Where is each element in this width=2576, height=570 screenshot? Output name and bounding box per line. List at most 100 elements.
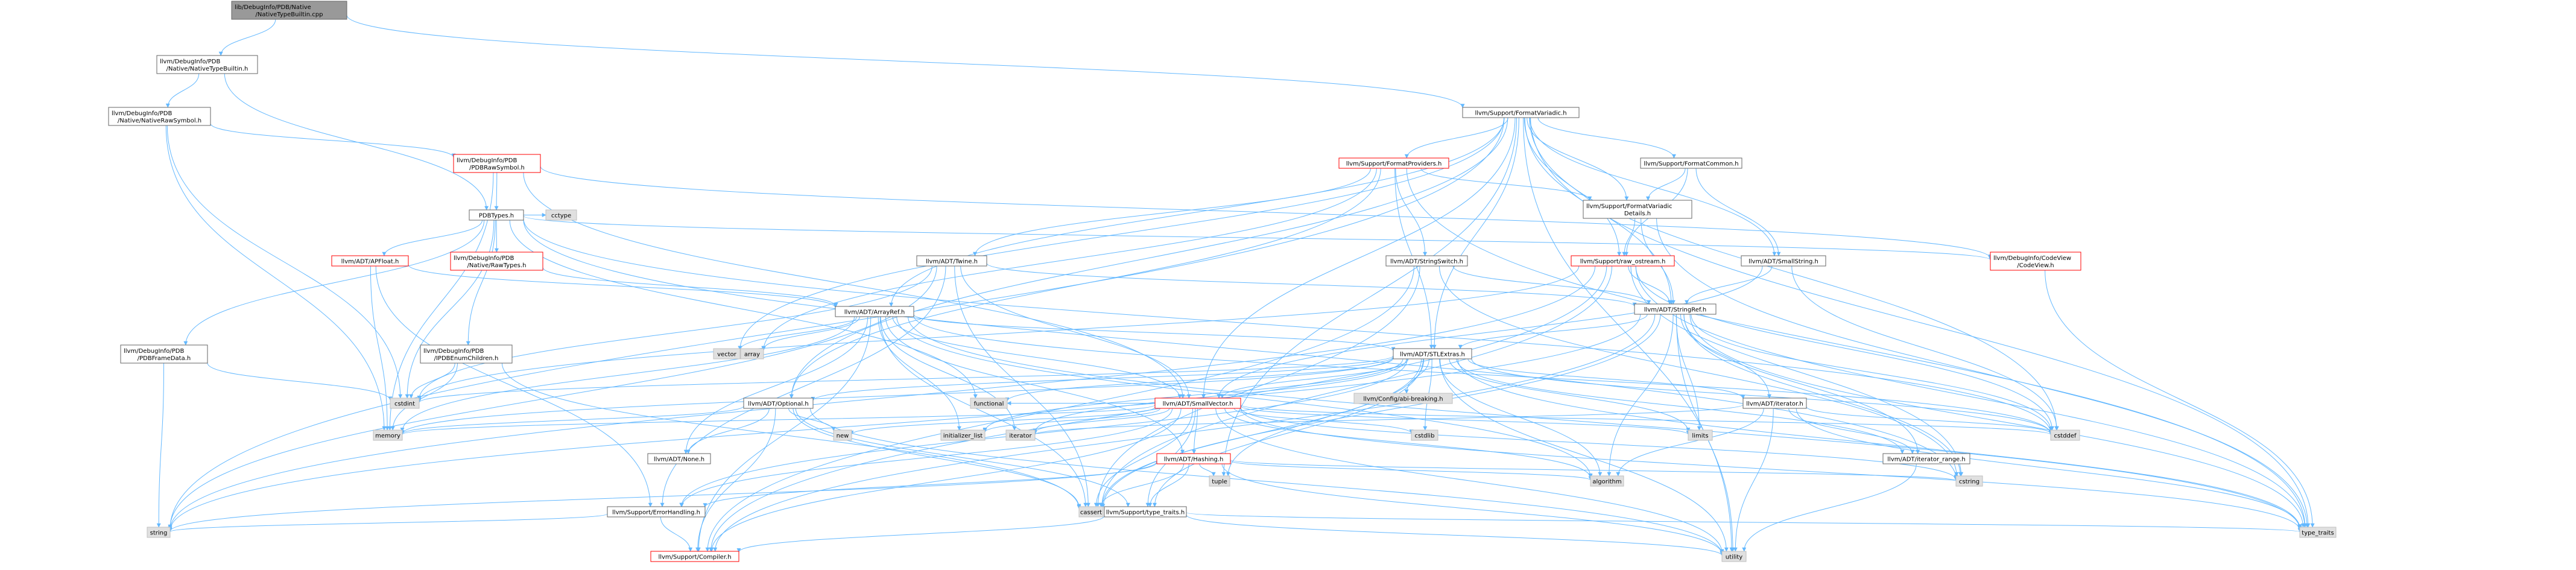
node-tt[interactable]: llvm/Support/type_traits.h <box>1104 506 1187 518</box>
node-sr[interactable]: llvm/ADT/StringRef.h <box>1634 303 1717 315</box>
edge-ar-to-cstddef <box>913 315 2053 434</box>
edge-fv-to-ar <box>889 117 1505 307</box>
edge-root-to-fv <box>346 14 1465 109</box>
node-cctype-label-0: cctype <box>551 213 571 220</box>
node-none[interactable]: llvm/ADT/None.h <box>647 453 711 464</box>
edge-twine-to-sr <box>986 262 1637 307</box>
node-sstr[interactable]: llvm/ADT/SmallString.h <box>1741 255 1826 267</box>
node-pfd[interactable]: llvm/DebugInfo/PDB/PDBFrameData.h <box>120 344 208 364</box>
edge-stl-to-memory <box>400 356 1394 435</box>
node-iter-label-0: llvm/ADT/iterator.h <box>1746 401 1803 408</box>
edge-fvd-to-ro <box>1622 218 1636 256</box>
edge-sr-to-algorithm <box>1607 314 1674 477</box>
edge-pdbt-to-pfd <box>183 220 485 346</box>
edge-stl-to-sv <box>1220 358 1409 399</box>
node-ntb[interactable]: llvm/DebugInfo/PDB/Native/NativeTypeBuil… <box>156 55 258 74</box>
node-fp[interactable]: llvm/Support/FormatProviders.h <box>1338 157 1449 169</box>
node-iter[interactable]: llvm/ADT/iterator.h <box>1742 397 1807 409</box>
node-cv-label-0: llvm/DebugInfo/CodeView <box>1993 255 2071 262</box>
node-comp[interactable]: llvm/Support/Compiler.h <box>650 551 739 562</box>
node-opt-label-0: llvm/ADT/Optional.h <box>748 401 808 408</box>
graph-nodes: lib/DebugInfo/PDB/Native/NativeTypeBuilt… <box>108 1 2337 562</box>
edge-ar-to-none <box>683 316 869 454</box>
edge-ar-to-comp <box>696 316 872 552</box>
node-cstring-box <box>1955 475 1983 487</box>
edge-ro-to-sr <box>1628 265 1672 305</box>
edge-ss-to-cstring <box>1438 265 1959 477</box>
edge-fvd-to-typetraits <box>1656 218 2309 528</box>
node-utility-box <box>1721 551 1747 562</box>
node-nrs[interactable]: llvm/DebugInfo/PDB/Native/NativeRawSymbo… <box>108 107 211 126</box>
node-nrt[interactable]: llvm/DebugInfo/PDB/Native/RawTypes.h <box>450 252 543 271</box>
edge-sv-to-limits <box>1240 405 1691 435</box>
edge-fp-to-fvd <box>1420 168 1592 201</box>
node-ntb-label-0: llvm/DebugInfo/PDB <box>160 59 220 65</box>
edge-tt-to-utility <box>1186 515 1724 556</box>
edge-apf-to-eh <box>375 265 653 507</box>
edge-fv-to-stl <box>1432 117 1519 349</box>
edge-sv-to-hash <box>1192 408 1198 454</box>
edge-eh-to-string <box>168 513 608 533</box>
node-ro-box <box>1571 255 1675 267</box>
edge-stl-to-tt <box>1152 358 1424 507</box>
node-limits-label-0: limits <box>1692 433 1708 440</box>
node-fc[interactable]: llvm/Support/FormatCommon.h <box>1640 157 1742 169</box>
node-sv[interactable]: llvm/ADT/SmallVector.h <box>1154 397 1241 409</box>
node-pec[interactable]: llvm/DebugInfo/PDB/IPDBEnumChildren.h <box>420 344 513 364</box>
edge-sv-to-utility <box>1215 408 1724 554</box>
node-pdbt[interactable]: PDBTypes.h <box>469 209 524 221</box>
node-init-box <box>940 429 986 441</box>
node-pfd-label-1: /PDBFrameData.h <box>138 355 191 362</box>
node-eh[interactable]: llvm/Support/ErrorHandling.h <box>607 506 706 518</box>
node-ir[interactable]: llvm/ADT/iterator_range.h <box>1882 453 1970 464</box>
edge-ss-to-sr <box>1452 265 1651 305</box>
node-ss[interactable]: llvm/ADT/StringSwitch.h <box>1385 255 1468 267</box>
node-apf-box <box>331 255 409 267</box>
node-apf[interactable]: llvm/ADT/APFloat.h <box>331 255 409 267</box>
edge-ar-to-array <box>761 316 860 350</box>
node-hash[interactable]: llvm/ADT/Hashing.h <box>1156 453 1231 464</box>
node-sr-label-0: llvm/ADT/StringRef.h <box>1644 307 1706 314</box>
node-ro[interactable]: llvm/Support/raw_ostream.h <box>1571 255 1675 267</box>
node-root-label-1: /NativeTypeBuiltin.cpp <box>256 11 323 18</box>
edge-fc-to-sstr <box>1695 168 1781 256</box>
edge-fp-to-ss <box>1395 168 1428 256</box>
node-tuple-label-0: tuple <box>1212 479 1227 486</box>
node-string-box <box>147 527 171 538</box>
node-cstring-label-0: cstring <box>1959 479 1979 486</box>
node-opt[interactable]: llvm/ADT/Optional.h <box>743 397 814 409</box>
edge-hash-to-tuple <box>1199 463 1216 477</box>
edge-fp-to-array <box>761 168 1377 351</box>
node-ar[interactable]: llvm/ADT/ArrayRef.h <box>835 306 914 317</box>
edge-nrs-to-cstdint <box>166 125 403 399</box>
edge-hash-to-cstring <box>1230 459 1958 481</box>
edge-sr-to-iter <box>1680 314 1771 399</box>
node-cstdlib-label-0: cstdlib <box>1415 433 1435 440</box>
node-fp-box <box>1338 157 1449 169</box>
node-cv-box <box>1990 252 2081 271</box>
node-typetraits: type_traits <box>2299 527 2337 538</box>
edge-fv-to-fp <box>1404 117 1508 159</box>
node-twine[interactable]: llvm/ADT/Twine.h <box>916 255 987 267</box>
node-prs[interactable]: llvm/DebugInfo/PDB/PDBRawSymbol.h <box>453 154 541 173</box>
node-nrt-box <box>450 252 543 271</box>
node-fvd-box <box>1583 200 1692 219</box>
node-abi: llvm/Config/abi-breaking.h <box>1353 393 1453 404</box>
node-stl[interactable]: llvm/ADT/STLExtras.h <box>1393 348 1472 359</box>
node-fv[interactable]: llvm/Support/FormatVariadic.h <box>1462 107 1580 118</box>
edge-fv-to-sv <box>1201 117 1516 399</box>
edge-pec-to-memory <box>390 363 458 431</box>
edge-stl-to-limits <box>1449 358 1691 432</box>
edge-ro-to-cstdint <box>417 265 1580 402</box>
edge-ntb-to-pdbt <box>224 73 489 211</box>
edge-sv-to-iterator <box>1033 408 1170 433</box>
node-tt-label-0: llvm/Support/type_traits.h <box>1106 510 1185 516</box>
node-cv[interactable]: llvm/DebugInfo/CodeView/CodeView.h <box>1990 252 2081 271</box>
node-sv-box <box>1154 397 1241 409</box>
node-functional-label-0: functional <box>974 401 1004 408</box>
edge-ir-to-utility <box>1742 463 1917 552</box>
node-nrs-label-0: llvm/DebugInfo/PDB <box>112 110 172 117</box>
node-sv-label-0: llvm/ADT/SmallVector.h <box>1163 401 1233 408</box>
node-functional: functional <box>970 397 1008 409</box>
